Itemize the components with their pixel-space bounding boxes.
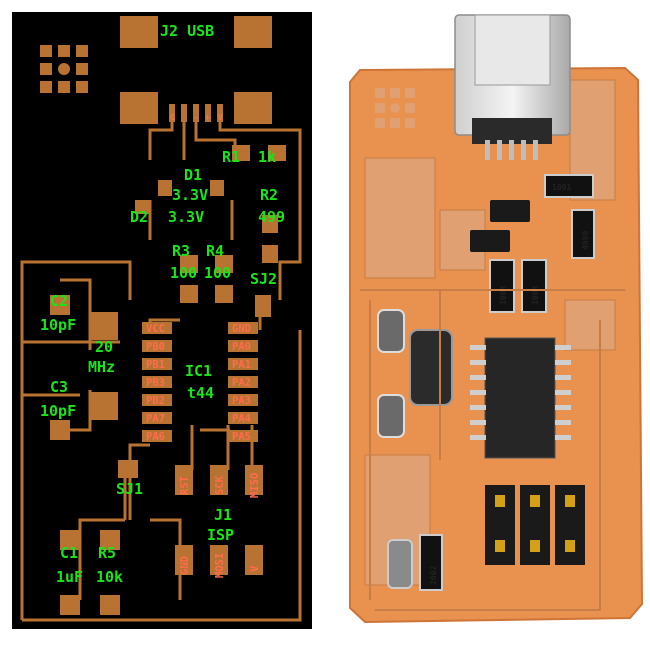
usb-pin-label: + (205, 113, 210, 122)
r3-label: R3 (172, 242, 190, 260)
ic1-pin-label: PA1 (232, 359, 251, 371)
r1-label: R1 (222, 148, 240, 166)
diodes (470, 200, 530, 252)
c3-value: 10pF (40, 402, 76, 420)
c1-value: 1uF (56, 568, 83, 586)
main-ic (470, 337, 571, 459)
isp-header (485, 485, 585, 565)
ic1-pin-label: VCC (146, 323, 165, 335)
ic1-pin-label: PB0 (146, 341, 165, 353)
r4-value: 100 (204, 264, 231, 282)
r5-label: R5 (98, 544, 116, 562)
ic1-pads (142, 322, 258, 442)
ic1-value: t44 (187, 384, 214, 402)
r3-value: 100 (170, 264, 197, 282)
resistor-label: 2002 (429, 566, 438, 585)
c1-label: C1 (60, 544, 78, 562)
j1-value: ISP (207, 526, 234, 544)
xtal-unit: MHz (88, 358, 115, 376)
ic1-pin-label: PA2 (232, 377, 251, 389)
r1-value: 1k (258, 148, 276, 166)
usb-pin-label: V (218, 113, 223, 122)
usb-mount-pads (120, 16, 272, 124)
resistor-label: 4990 (581, 231, 590, 250)
ic1-pin-label: GND (232, 323, 251, 335)
resistor-label: 100R (499, 286, 508, 305)
ic1-pin-label: PA6 (146, 431, 165, 443)
r5-value: 10k (96, 568, 123, 586)
capacitors-and-crystal (377, 309, 453, 589)
xtal-value: 20 (95, 338, 113, 356)
ic1-pin-label: PA7 (146, 413, 165, 425)
usb-connector (454, 14, 571, 160)
isp-pin-label: MOSI (214, 553, 226, 578)
r2-label: R2 (260, 186, 278, 204)
isp-pin-label: MISO (249, 473, 261, 498)
ic1-pin-label: PB2 (146, 395, 165, 407)
fiducial-pad-cluster (40, 45, 88, 93)
isp-pin-label: V (249, 565, 261, 572)
photo-traces (360, 289, 625, 611)
c2-label: C2 (50, 292, 68, 310)
isp-pin-label: RST (179, 476, 191, 495)
board-photo-panel: 1001 4990 100R 100R 2002 (335, 0, 650, 645)
c3-label: C3 (50, 378, 68, 396)
resistors: 1001 4990 100R 100R 2002 (419, 174, 595, 591)
d2-label: D2 (130, 208, 148, 226)
pcb-layout-panel: J2 USB R1 1k D1 3.3V R2 D2 3.3V 499 R3 R… (12, 12, 312, 629)
ic1-pin-label: PB3 (146, 377, 165, 389)
r4-label: R4 (206, 242, 224, 260)
usb-pin-label: - (194, 113, 199, 122)
c2-value: 10pF (40, 316, 76, 334)
usb-pin-label: G (170, 113, 175, 122)
usb-title: J2 USB (160, 22, 214, 40)
ic1-pin-label: PA0 (232, 341, 251, 353)
sj2-label: SJ2 (250, 270, 277, 288)
d1-label: D1 (184, 166, 202, 184)
d2-value: 3.3V (168, 208, 204, 226)
ic1-pin-label: PB1 (146, 359, 165, 371)
isp-pin-label: SCK (214, 475, 226, 495)
sj1-label: SJ1 (116, 480, 143, 498)
copper-pours (364, 79, 616, 586)
photo-fiducial-cluster (375, 88, 415, 128)
ic1-pin-label: PA3 (232, 395, 251, 407)
ic1-pin-label: PA5 (232, 431, 251, 443)
resistor-label: 100R (531, 286, 540, 305)
ic1-label: IC1 (185, 362, 212, 380)
component-pads (50, 145, 286, 615)
r2-value: 499 (258, 208, 285, 226)
ic1-pin-label: PA4 (232, 413, 251, 425)
resistor-label: 1001 (552, 183, 571, 192)
isp-pin-label: GND (179, 556, 191, 575)
d1-value: 3.3V (172, 186, 208, 204)
j1-label: J1 (214, 506, 232, 524)
